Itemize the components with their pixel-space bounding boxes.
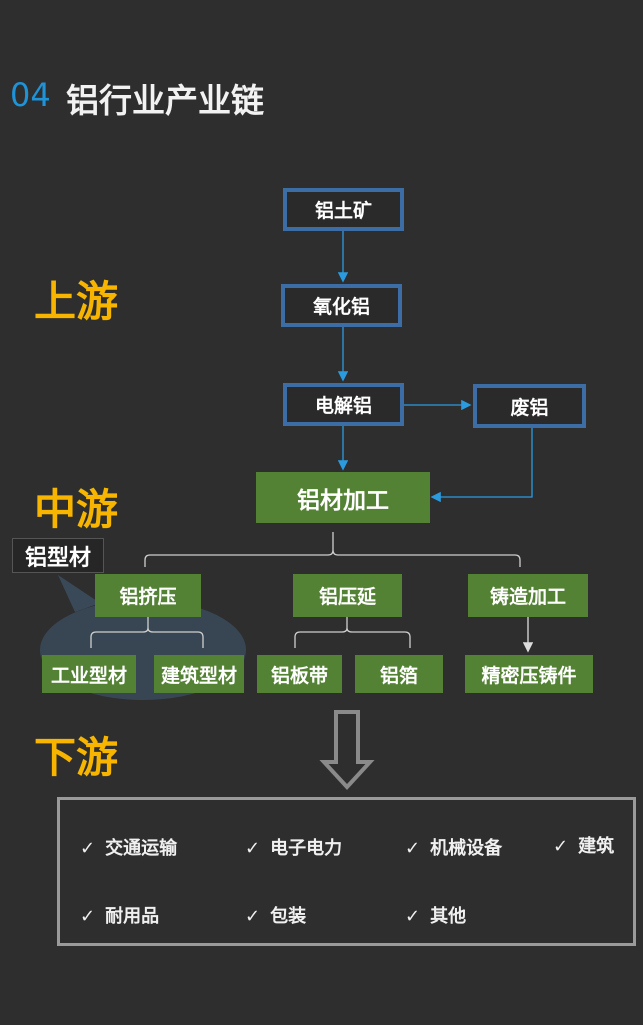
- down-arrow-icon: [319, 710, 375, 790]
- stage-midstream: 中游: [34, 485, 119, 534]
- check-icon: ✓: [245, 906, 261, 927]
- node-electrolytic-aluminum: 电解铝: [283, 383, 404, 426]
- node-building-profile: 建筑型材: [154, 655, 244, 693]
- downstream-item: ✓耐用品: [80, 906, 160, 927]
- check-icon: ✓: [245, 838, 261, 859]
- downstream-item: ✓交通运输: [80, 838, 178, 859]
- node-industrial-profile: 工业型材: [42, 655, 136, 693]
- page-title: 铝行业产业链: [66, 81, 264, 120]
- node-extrusion: 铝挤压: [95, 574, 201, 617]
- check-icon: ✓: [80, 906, 96, 927]
- arrow-scrap-processing: [430, 428, 533, 503]
- profile-tag: 铝型材: [12, 538, 104, 573]
- downstream-item: ✓电子电力: [245, 838, 343, 859]
- downstream-item: ✓机械设备: [405, 838, 503, 859]
- section-number: 04: [10, 76, 51, 114]
- downstream-item: ✓建筑: [553, 836, 615, 857]
- check-icon: ✓: [553, 836, 569, 857]
- node-foil: 铝箔: [355, 655, 443, 693]
- stage-upstream: 上游: [34, 277, 119, 326]
- node-casting: 铸造加工: [468, 574, 588, 617]
- node-bauxite: 铝土矿: [283, 188, 404, 231]
- downstream-item: ✓包装: [245, 906, 307, 927]
- node-rolling: 铝压延: [293, 574, 402, 617]
- braces: [90, 532, 534, 653]
- node-die-casting: 精密压铸件: [465, 655, 593, 693]
- node-sheet-strip: 铝板带: [257, 655, 342, 693]
- node-alumina: 氧化铝: [281, 284, 402, 327]
- check-icon: ✓: [405, 838, 421, 859]
- stage-downstream: 下游: [34, 733, 119, 782]
- node-scrap-aluminum: 废铝: [473, 384, 586, 428]
- node-aluminum-processing: 铝材加工: [256, 472, 430, 523]
- check-icon: ✓: [80, 838, 96, 859]
- check-icon: ✓: [405, 906, 421, 927]
- downstream-panel: [57, 797, 636, 946]
- downstream-item: ✓其他: [405, 906, 467, 927]
